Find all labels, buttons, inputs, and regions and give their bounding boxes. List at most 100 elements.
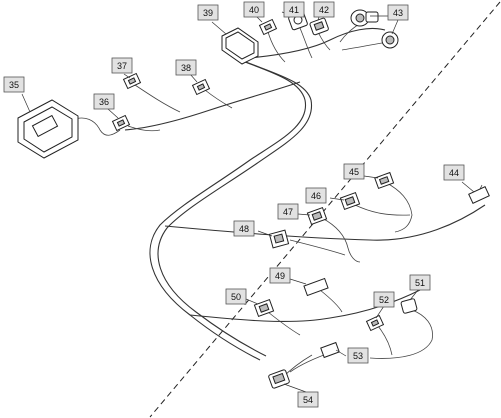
callout-label-46: 46 [311, 191, 321, 201]
branch-to-46 [354, 204, 411, 216]
branch-to-49 [319, 289, 343, 313]
connector-53 [320, 341, 340, 359]
callout-45: 45 [343, 163, 365, 180]
branch-to-45 [384, 181, 413, 233]
callout-label-40: 40 [249, 5, 259, 15]
callout-46: 46 [305, 187, 327, 204]
callout-label-35: 35 [9, 80, 19, 90]
callout-box-50 [225, 288, 247, 305]
leader-lines [21, 11, 475, 393]
branch-to-40 [267, 31, 286, 63]
callout-38: 38 [175, 59, 197, 76]
connector-35-instrument-cluster [17, 99, 79, 159]
connector-46 [339, 191, 361, 211]
callout-label-48: 48 [239, 224, 249, 234]
branch-to-52 [377, 325, 393, 356]
callout-box-49 [269, 267, 291, 284]
callout-label-44: 44 [449, 168, 459, 178]
callout-label-52: 52 [379, 295, 389, 305]
branch-to-35 [71, 117, 121, 136]
callout-50: 50 [225, 288, 247, 305]
callout-label-45: 45 [349, 167, 359, 177]
callout-43: 43 [387, 4, 409, 21]
callout-label-49: 49 [275, 271, 285, 281]
connector-47 [306, 206, 328, 226]
branch-to-38 [204, 89, 233, 109]
callout-label-37: 37 [117, 61, 127, 71]
callout-label-51: 51 [415, 278, 425, 288]
callout-label-43: 43 [393, 8, 403, 18]
connector-36 [111, 114, 131, 132]
callout-42: 42 [313, 1, 335, 18]
branch-to-37 [134, 84, 181, 113]
callout-box-51 [409, 274, 431, 291]
callout-36: 36 [93, 93, 115, 110]
callout-44: 44 [443, 164, 465, 181]
top-branch [249, 27, 386, 59]
connector-42 [309, 17, 329, 36]
connector-51 [400, 298, 418, 314]
callout-labels: 35 36 37 38 39 40 41 42 43 44 45 46 47 48 49 50 51 52 53 54 [3, 1, 465, 408]
callout-box-36 [93, 93, 115, 110]
callout-label-41: 41 [289, 5, 299, 15]
callout-box-41 [283, 1, 305, 18]
connector-38 [191, 78, 211, 96]
callout-box-40 [243, 1, 265, 18]
callout-box-37 [111, 57, 133, 74]
callout-box-38 [175, 59, 197, 76]
branch-to-48 [289, 239, 346, 256]
connector-39-module [221, 27, 259, 65]
branch-to-43b [341, 41, 389, 51]
connector-52 [365, 314, 385, 332]
callout-box-43 [387, 4, 409, 21]
callout-label-36: 36 [99, 97, 109, 107]
callout-label-42: 42 [319, 5, 329, 15]
callout-49: 49 [269, 267, 291, 284]
callout-35: 35 [3, 76, 25, 93]
callout-box-39 [197, 4, 219, 21]
callout-box-35 [3, 76, 25, 93]
branch-to-41 [299, 27, 313, 59]
callout-box-52 [373, 291, 395, 308]
callout-box-46 [305, 187, 327, 204]
callout-52: 52 [373, 291, 395, 308]
callout-box-44 [443, 164, 465, 181]
connector-54 [268, 369, 290, 389]
callout-label-38: 38 [181, 63, 191, 73]
connector-50 [253, 298, 275, 318]
callout-53: 53 [347, 347, 369, 364]
callout-47: 47 [277, 203, 299, 220]
branch-to-47 [321, 217, 361, 263]
connector-49 [303, 277, 329, 297]
branch-to-51 [369, 309, 433, 359]
callout-40: 40 [243, 1, 265, 18]
callout-51: 51 [409, 274, 431, 291]
right-branch [164, 204, 486, 241]
callout-box-47 [277, 203, 299, 220]
callout-label-47: 47 [283, 207, 293, 217]
connector-45 [374, 171, 395, 190]
connector-40 [258, 18, 278, 36]
upper-left-branch [124, 81, 301, 131]
main-harness-trunk [149, 59, 307, 361]
callout-box-42 [313, 1, 335, 18]
callout-box-48 [233, 220, 255, 237]
branch-to-36 [127, 125, 161, 132]
callout-41: 41 [283, 1, 305, 18]
callout-label-50: 50 [231, 292, 241, 302]
callout-label-39: 39 [203, 8, 213, 18]
connector-43-sensors [350, 9, 399, 49]
section-boundary-line [149, 1, 501, 418]
callout-48: 48 [233, 220, 255, 237]
callout-54: 54 [297, 391, 319, 408]
branch-to-50 [267, 311, 301, 336]
callout-label-54: 54 [303, 395, 313, 405]
connector-48 [268, 229, 290, 249]
callout-box-53 [347, 347, 369, 364]
callout-label-53: 53 [353, 351, 363, 361]
connector-37 [122, 72, 142, 90]
connector-44 [468, 186, 490, 204]
callout-box-54 [297, 391, 319, 408]
